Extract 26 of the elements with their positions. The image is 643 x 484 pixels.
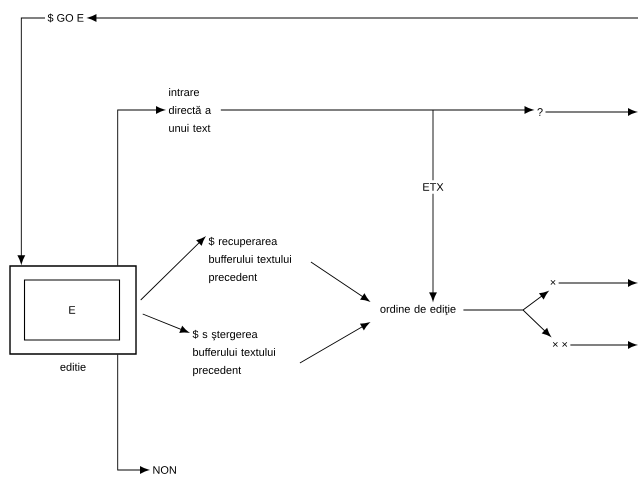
arrow <box>220 110 437 302</box>
arrow <box>463 310 551 337</box>
arrow <box>117 106 165 266</box>
node-label: editie <box>60 362 86 371</box>
text-label: $ recuperarea bufferului textului precedent <box>208 236 291 284</box>
arrow <box>299 322 370 364</box>
text-label: × <box>550 280 556 285</box>
arrow <box>18 18 46 264</box>
edit-frame <box>9 265 137 355</box>
text-label: intrare directă a unui text <box>168 88 212 132</box>
arrow <box>570 341 637 349</box>
text-label: ordine de ediţie <box>380 304 456 316</box>
arrow <box>140 236 206 300</box>
text-label: $ s ştergerea bufferului textului precedent <box>192 330 275 376</box>
arrow <box>545 108 637 116</box>
arrow <box>88 14 638 22</box>
arrow <box>558 279 637 287</box>
text-label: ? <box>537 108 543 116</box>
arrow <box>117 354 149 474</box>
text-label: × × <box>552 342 568 347</box>
command-label: $ GO E <box>48 14 84 22</box>
edge-label: ETX <box>419 180 447 194</box>
arrow <box>142 314 189 333</box>
arrow <box>310 262 370 302</box>
edit-box: E <box>24 279 120 341</box>
text-label: NON <box>153 466 176 474</box>
